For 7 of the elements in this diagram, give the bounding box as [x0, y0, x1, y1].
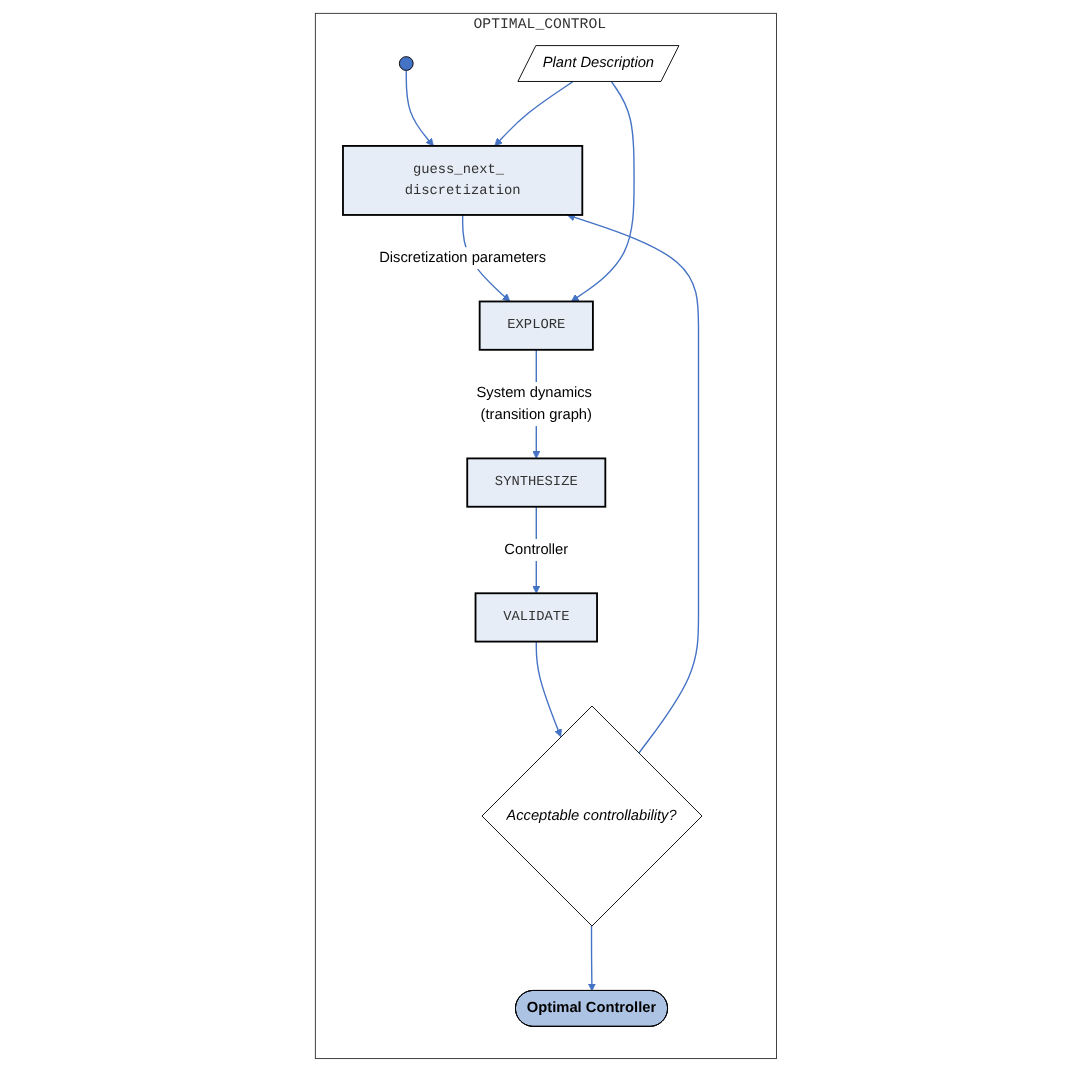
- arrow: [535, 640, 562, 738]
- arrow: [567, 213, 700, 754]
- arrow: [494, 81, 574, 147]
- arrow: [405, 69, 434, 147]
- arrow: [571, 81, 635, 302]
- node-circle: [398, 56, 414, 71]
- arrow: [587, 925, 596, 992]
